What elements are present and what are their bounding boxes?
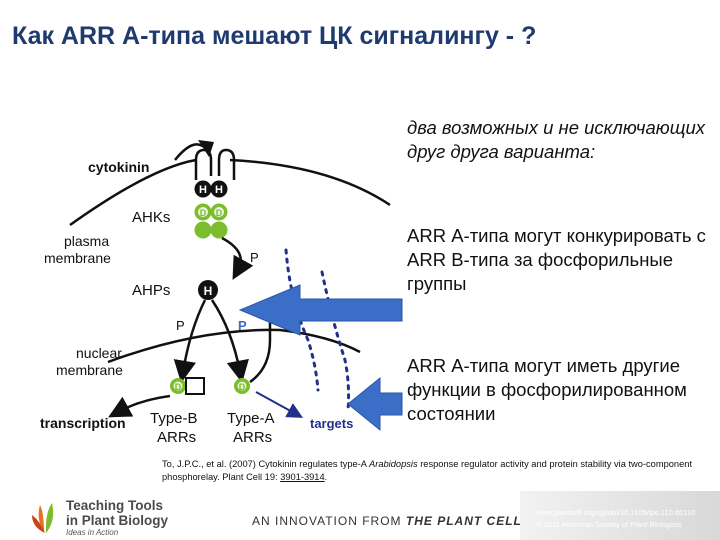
plasma-membrane-label-2: membrane	[44, 250, 111, 266]
nuclear-membrane-label-1: nuclear	[76, 345, 122, 361]
innovation-banner: AN INNOVATION FROM THE PLANT CELL	[252, 514, 522, 528]
pointer-arrow-option1	[238, 284, 403, 336]
phosphate-label-1: P	[250, 250, 259, 265]
footer-url[interactable]: www.plantcell.org/cgi/doi/10.1105/tpc.11…	[536, 508, 696, 517]
dotted-path-2	[320, 270, 351, 412]
transcription-label: transcription	[40, 415, 126, 431]
ahps-label: AHPs	[132, 282, 170, 299]
nuclear-membrane-label-2: membrane	[56, 362, 123, 378]
receptor-extracellular-loops	[194, 148, 236, 180]
phosphate-label-3: P	[238, 318, 247, 333]
type-a-label-1: Type-A	[227, 410, 275, 427]
phosphotransfer-arrow-type-a	[210, 299, 249, 384]
ahk-aspartate-2: D	[216, 208, 223, 218]
type-a-label-2: ARRs	[233, 429, 272, 446]
footer-right-panel	[520, 491, 720, 540]
type-b-label-1: Type-B	[150, 410, 198, 427]
type-b-aspartate: D	[175, 382, 182, 392]
footer-copyright: © 2011 American Society of Plant Biologi…	[536, 520, 682, 529]
option-1-text: ARR А-типа могут конкурировать с ARR В-т…	[407, 225, 706, 294]
phosphotransfer-arrow-ahk-ahp	[221, 236, 254, 280]
two-variants-text: два возможных и не исключающих друг друг…	[407, 117, 705, 162]
citation: To, J.P.C., et al. (2007) Cytokinin regu…	[162, 459, 693, 482]
dotted-path-1	[284, 248, 320, 392]
cytokinin-label: cytokinin	[88, 159, 149, 175]
ahp-histidine: H	[204, 284, 213, 298]
ahks-label: AHKs	[132, 209, 170, 226]
brand-tagline: Ideas in Action	[66, 528, 119, 537]
phosphotransfer-arrow-type-b	[173, 299, 207, 384]
type-a-aspartate: D	[239, 382, 246, 392]
pointer-arrow-option2	[347, 376, 403, 432]
transcription-arrow	[108, 394, 171, 418]
cytokinin-binding-arrow	[174, 143, 208, 161]
citation-link[interactable]: 3901-3914	[280, 472, 325, 482]
ahk-histidine-2: H	[215, 184, 223, 196]
teaching-tools-leaf-icon	[32, 503, 54, 533]
plasma-membrane-arc	[69, 158, 391, 227]
phosphate-label-2: P	[176, 318, 185, 333]
cytokinin-signaling-diagram: H H D D cytokinin AHKs plasma membrane A…	[40, 140, 403, 446]
ahk-histidine-1: H	[199, 184, 207, 196]
type-a-feedback-inhibition	[249, 300, 272, 384]
ahk-aspartate-1: D	[200, 208, 207, 218]
option-2-text: ARR А-типа могут иметь другие функции в …	[407, 355, 687, 424]
type-a-to-targets-arrow	[255, 391, 304, 418]
slide-title: Как ARR А-типа мешают ЦК сигналингу - ?	[12, 22, 537, 50]
targets-label: targets	[310, 416, 353, 431]
plasma-membrane-label-1: plasma	[64, 233, 109, 249]
nuclear-membrane-arc	[107, 328, 361, 364]
type-b-label-2: ARRs	[157, 429, 196, 446]
